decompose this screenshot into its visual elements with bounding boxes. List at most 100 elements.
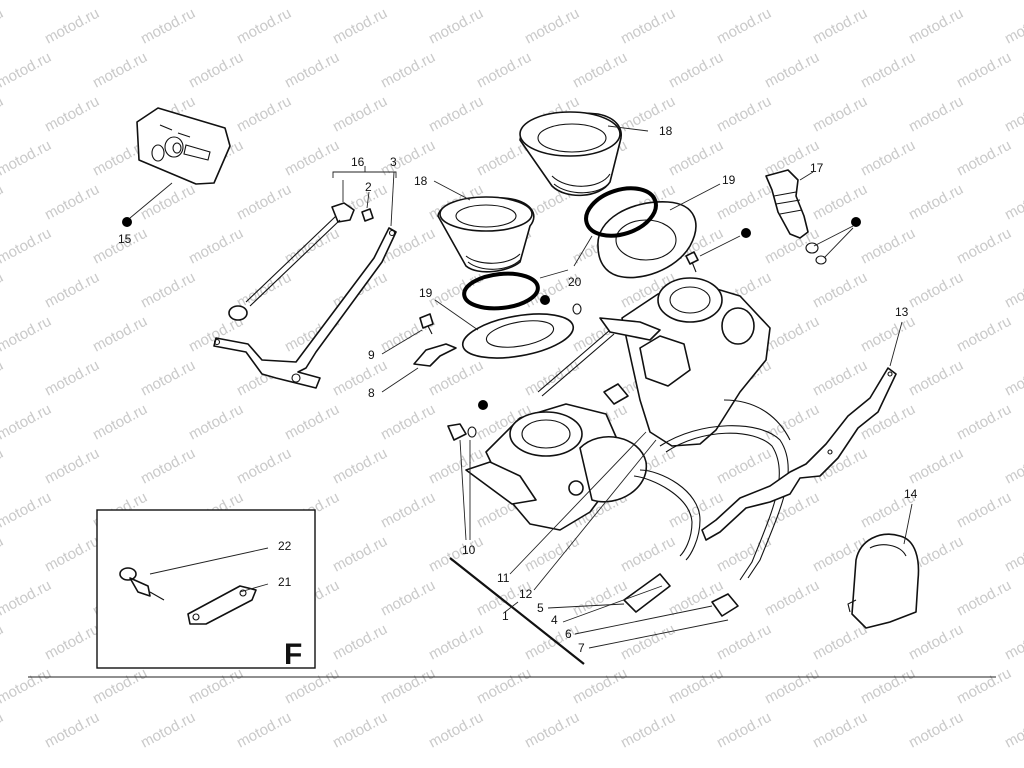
watermark-text: motod.ru [330,621,390,664]
watermark-text: motod.ru [1002,5,1024,48]
watermark-text: motod.ru [282,0,342,4]
callout-4: 4 [551,613,558,627]
callout-3: 3 [390,155,397,169]
watermark-text: motod.ru [234,93,294,136]
watermark-text: motod.ru [330,445,390,488]
watermark-text: motod.ru [666,137,726,180]
watermark-text: motod.ru [762,49,822,92]
callout-2: 2 [365,180,372,194]
watermark-text: motod.ru [42,709,102,752]
watermark-text: motod.ru [714,181,774,224]
watermark-text: motod.ru [906,181,966,224]
watermark-text: motod.ru [1002,621,1024,664]
watermark-text: motod.ru [426,533,486,576]
watermark-text: motod.ru [906,621,966,664]
watermark-text: motod.ru [90,49,150,92]
watermark-text: motod.ru [186,225,246,268]
part-8-clamp [413,343,457,367]
callout-12: 12 [519,587,533,601]
callout-5: 5 [537,601,544,615]
watermark-text: motod.ru [906,709,966,752]
watermark-text: motod.ru [138,709,198,752]
callout-15: 15 [118,232,132,246]
watermark-text: motod.ru [1002,181,1024,224]
watermark-text: motod.ru [1002,269,1024,312]
watermark-text: motod.ru [522,5,582,48]
callout-16: 16 [351,155,365,169]
watermark-text: motod.ru [0,665,54,708]
watermark-text: motod.ru [858,225,918,268]
watermark-text: motod.ru [1002,445,1024,488]
watermark-text: motod.ru [762,313,822,356]
watermark-text: motod.ru [762,0,822,4]
callout-18-left: 18 [414,174,428,188]
callout-17: 17 [810,161,824,175]
callout-18-right: 18 [659,124,673,138]
watermark-text: motod.ru [0,709,6,752]
watermark-text: motod.ru [282,401,342,444]
watermark-text: motod.ru [1002,533,1024,576]
watermark-text: motod.ru [186,665,246,708]
watermark-text: motod.ru [330,709,390,752]
watermark-text: motod.ru [618,621,678,664]
watermark-text: motod.ru [474,665,534,708]
watermark-text: motod.ru [810,709,870,752]
watermark-text: motod.ru [1002,357,1024,400]
callout-14: 14 [904,487,918,501]
watermark-text: motod.ru [90,313,150,356]
watermark-text: motod.ru [186,0,246,4]
part-15-cover-kit [136,107,231,185]
watermark-text: motod.ru [42,93,102,136]
watermark-text: motod.ru [522,621,582,664]
watermark-text: motod.ru [858,0,918,4]
callout-1: 1 [502,609,509,623]
inset-detail-f [96,509,316,669]
watermark-text: motod.ru [810,357,870,400]
callout-11: 11 [497,571,510,585]
watermark-text: motod.ru [138,5,198,48]
part-19-right-flange [597,201,697,279]
watermark-text: motod.ru [42,357,102,400]
watermark-text: motod.ru [666,0,726,4]
watermark-text: motod.ru [0,621,6,664]
part-20-right-o-ring [584,186,658,238]
watermark-text: motod.ru [954,0,1014,4]
watermark-text: motod.ru [810,181,870,224]
watermark-text: motod.ru [282,665,342,708]
bullet-17 [851,217,861,227]
watermark-text: motod.ru [234,181,294,224]
watermark-text: motod.ru [90,0,150,4]
screw-near-flange [685,251,699,273]
watermark-text: motod.ru [714,93,774,136]
watermark-text: motod.ru [0,225,54,268]
watermark-text: motod.ru [666,49,726,92]
watermark-text: motod.ru [138,269,198,312]
watermark-text: motod.ru [234,5,294,48]
watermark-text: motod.ru [0,269,6,312]
watermark-text: motod.ru [0,5,6,48]
watermark-text: motod.ru [954,489,1014,532]
watermark-text: motod.ru [858,49,918,92]
watermark-text: motod.ru [714,621,774,664]
watermark-text: motod.ru [522,533,582,576]
watermark-text: motod.ru [522,357,582,400]
watermark-text: motod.ru [0,93,6,136]
watermark-text: motod.ru [0,401,54,444]
part-22-pivot-bolt [119,567,165,601]
part-18-right-velocity-stack [519,111,622,197]
watermark-text: motod.ru [666,577,726,620]
callout-19-right: 19 [722,173,736,187]
watermark-text: motod.ru [954,577,1014,620]
watermark-text: motod.ru [378,665,438,708]
watermark-text: motod.ru [186,49,246,92]
watermark-text: motod.ru [138,445,198,488]
bullet-upper [741,228,751,238]
part-13-mounting-bar [701,367,897,541]
watermark-text: motod.ru [90,665,150,708]
watermark-text: motod.ru [42,5,102,48]
watermark-text: motod.ru [0,49,54,92]
watermark-text: motod.ru [858,137,918,180]
watermark-text: motod.ru [570,665,630,708]
part-20-left-o-ring [462,271,540,311]
watermark-text: motod.ru [714,533,774,576]
